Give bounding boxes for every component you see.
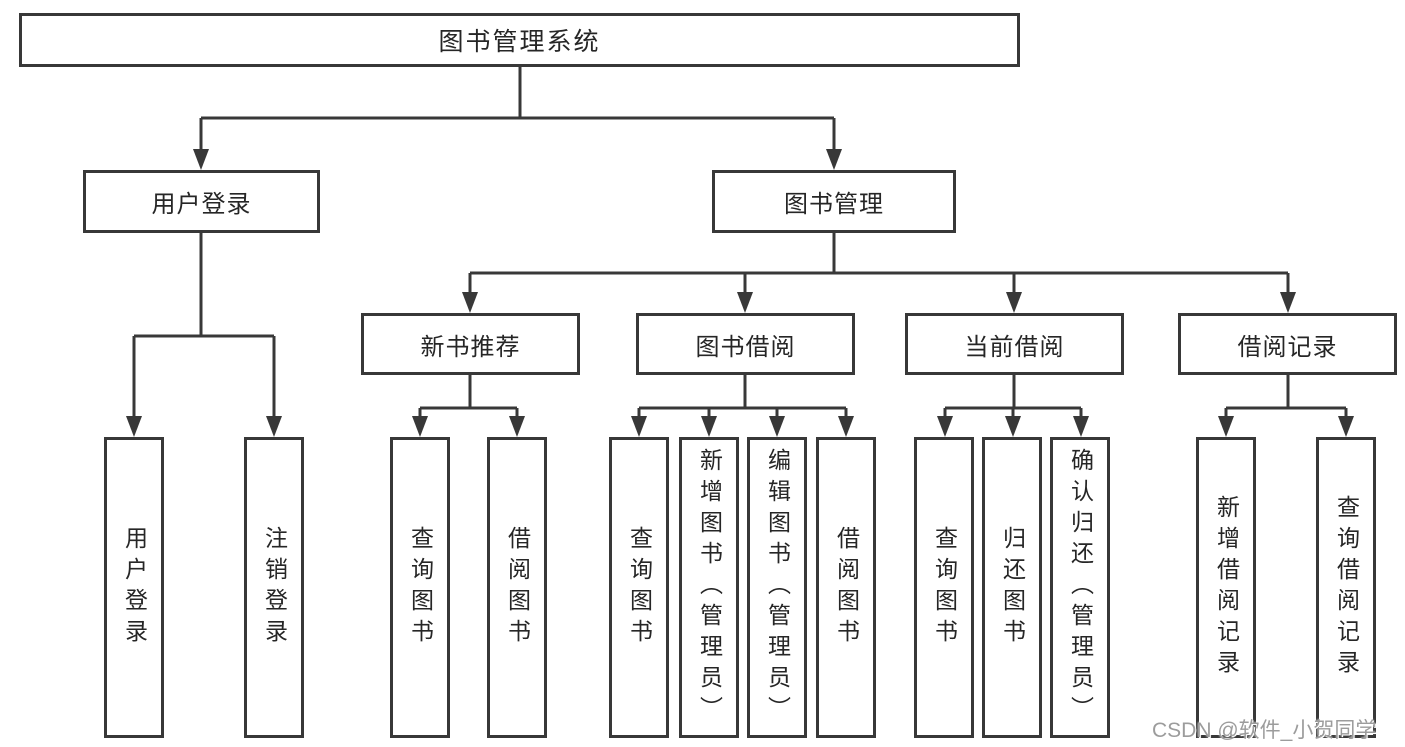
node-label: 图书管理 (784, 191, 884, 218)
leaf-borrow-books-borrowing: 借阅图书 (816, 437, 876, 738)
arrowhead (1005, 416, 1021, 437)
leaf-return-books: 归还图书 (982, 437, 1042, 738)
arrowhead (412, 416, 428, 437)
node-user-login: 用户登录 (83, 170, 320, 233)
node-book-management: 图书管理 (712, 170, 956, 233)
node-label: 新增图书（管理员） (696, 448, 723, 727)
leaf-confirm-return-admin: 确认归还（管理员） (1050, 437, 1110, 738)
node-label: 用户登录 (121, 525, 148, 650)
arrowhead (937, 416, 953, 437)
node-label: 查询图书 (626, 525, 653, 650)
leaf-search-books-recommend: 查询图书 (390, 437, 450, 738)
node-label: 编辑图书（管理员） (764, 448, 791, 727)
node-label: 新书推荐 (420, 333, 521, 361)
leaf-user-login: 用户登录 (104, 437, 164, 738)
connector-current-borrowing-to-leaves (943, 375, 1083, 421)
arrowhead (769, 416, 785, 437)
node-label: 借阅图书 (833, 525, 860, 650)
node-book-borrowing: 图书借阅 (636, 313, 855, 375)
arrowhead (838, 416, 854, 437)
node-label: 确认归还（管理员） (1067, 448, 1094, 727)
node-label: 查询图书 (407, 525, 434, 650)
node-label: 归还图书 (999, 525, 1026, 650)
node-root-library-management-system: 图书管理系统 (19, 13, 1020, 67)
node-label: 图书管理系统 (438, 28, 601, 56)
node-new-book-recommendation: 新书推荐 (361, 313, 580, 375)
leaf-search-books-current: 查询图书 (914, 437, 974, 738)
leaf-search-borrow-record: 查询借阅记录 (1316, 437, 1376, 738)
node-label: 图书借阅 (695, 333, 796, 361)
arrowhead (1338, 416, 1354, 437)
node-label: 新增借阅记录 (1213, 494, 1240, 681)
node-label: 查询图书 (931, 525, 958, 650)
arrowhead (826, 149, 842, 170)
node-borrowing-records: 借阅记录 (1178, 313, 1397, 375)
arrowhead (509, 416, 525, 437)
node-label: 查询借阅记录 (1333, 494, 1360, 681)
leaf-add-books-admin: 新增图书（管理员） (679, 437, 739, 738)
node-label: 借阅图书 (504, 525, 531, 650)
arrowhead (462, 292, 478, 313)
arrowhead (193, 149, 209, 170)
arrowhead (1218, 416, 1234, 437)
arrowhead (631, 416, 647, 437)
node-current-borrowing: 当前借阅 (905, 313, 1124, 375)
connector-book-borrowing-to-leaves (637, 375, 848, 421)
node-label: 借阅记录 (1237, 333, 1338, 361)
node-label: 注销登录 (261, 525, 288, 650)
arrowheads (126, 149, 1354, 437)
node-label: 当前借阅 (964, 333, 1065, 361)
connector-borrow-records-to-leaves (1224, 375, 1348, 421)
connector-root-to-level2 (199, 67, 836, 154)
arrowhead (701, 416, 717, 437)
node-label: 用户登录 (151, 191, 252, 218)
leaf-logout: 注销登录 (244, 437, 304, 738)
csdn-watermark: CSDN @软件_小贺同学 (1152, 719, 1377, 742)
arrowhead (1280, 292, 1296, 313)
arrowhead (266, 416, 282, 437)
leaf-edit-books-admin: 编辑图书（管理员） (747, 437, 807, 738)
connector-new-book-to-leaves (418, 375, 519, 421)
connector-user-login-to-leaves (132, 233, 276, 421)
leaf-search-books-borrowing: 查询图书 (609, 437, 669, 738)
connector-book-management-to-level3 (468, 233, 1290, 297)
arrowhead (1006, 292, 1022, 313)
arrowhead (126, 416, 142, 437)
leaf-add-borrow-record: 新增借阅记录 (1196, 437, 1256, 738)
arrowhead (737, 292, 753, 313)
leaf-borrow-books-recommend: 借阅图书 (487, 437, 547, 738)
arrowhead (1073, 416, 1089, 437)
